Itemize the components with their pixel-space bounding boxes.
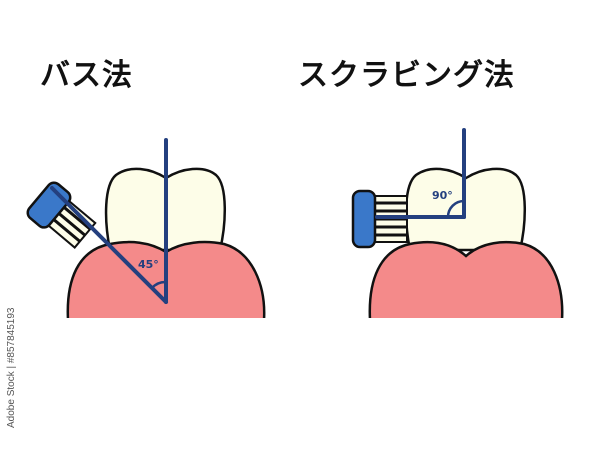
scrubbing-method-illustration: 90°	[351, 128, 575, 328]
bass-method-title: バス法	[40, 58, 133, 93]
angle-label-90: 90°	[432, 189, 453, 202]
bass-method-illustration: 45°	[26, 138, 275, 328]
toothbrush-head-left	[26, 181, 97, 249]
watermark-text: Adobe Stock | #857845193	[6, 307, 17, 428]
gum-right	[368, 240, 564, 322]
scrubbing-method-title: スクラビング法	[298, 58, 515, 93]
angle-label-45: 45°	[138, 258, 159, 271]
